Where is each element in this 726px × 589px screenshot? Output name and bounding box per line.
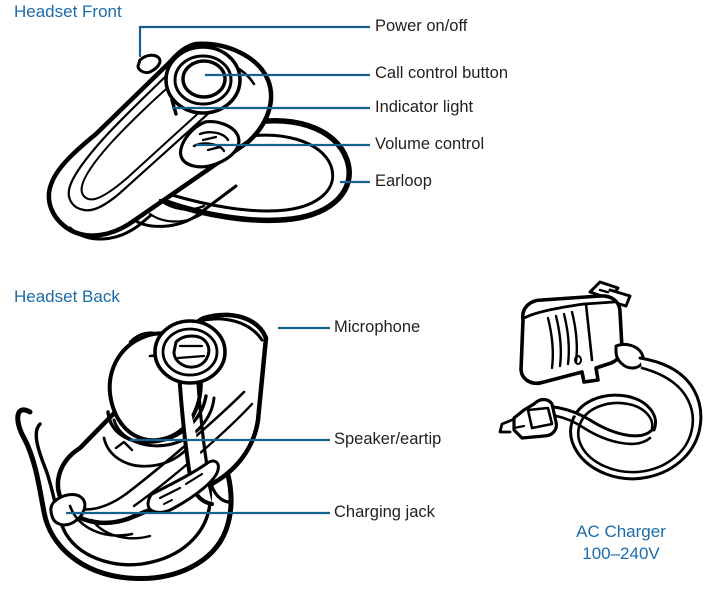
heading-headset-back: Headset Back [14, 287, 120, 306]
charger-caption-line1: AC Charger [576, 522, 666, 541]
callout-label-indicator-light: Indicator light [375, 98, 474, 116]
callout-label-earloop: Earloop [375, 172, 432, 190]
callout-label-power-on-off: Power on/off [375, 17, 468, 35]
charger-caption: AC Charger 100–240V [536, 521, 706, 565]
leader-line-power-on-off [138, 25, 370, 57]
callout-label-charging-jack: Charging jack [334, 503, 435, 521]
heading-headset-front: Headset Front [14, 2, 122, 21]
ac-charger-illustration [498, 280, 703, 481]
callout-label-call-control-button: Call control button [375, 64, 508, 82]
front-leader-lines [138, 25, 370, 184]
callout-label-microphone: Microphone [334, 318, 421, 336]
charger-caption-line2: 100–240V [582, 544, 660, 564]
headset-back-illustration [15, 312, 269, 582]
callout-label-speaker-eartip: Speaker/eartip [334, 430, 442, 448]
back-leader-lines [66, 326, 330, 515]
callout-label-volume-control: Volume control [375, 135, 485, 153]
headset-front-illustration [46, 41, 352, 241]
